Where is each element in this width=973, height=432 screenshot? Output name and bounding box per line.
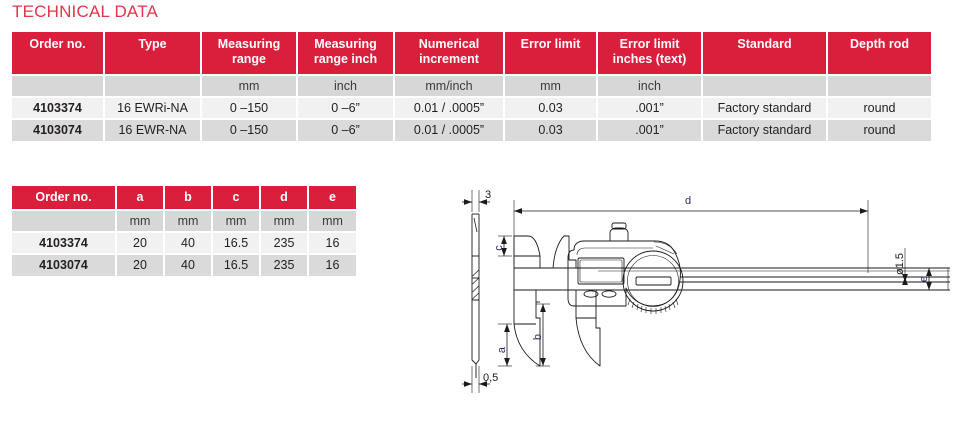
- dim-e: [924, 267, 934, 291]
- column-header-c: c: [212, 186, 261, 210]
- cell-b: 40: [164, 252, 213, 276]
- cell-order-no: 4103374: [12, 230, 117, 254]
- unit-order-no: [12, 208, 117, 232]
- column-header-order-no: Order no.: [12, 32, 105, 75]
- column-header-numerical-increment: Numerical increment: [394, 32, 505, 75]
- cell-depth-rod: round: [827, 117, 931, 141]
- cell-c: 16.5: [212, 252, 261, 276]
- cell-measuring-range-inch: 0 –6”: [297, 95, 395, 119]
- dim-b: [536, 303, 550, 367]
- cell-d: 235: [260, 252, 309, 276]
- table-header-row: Order no. Type Measuring range Measuring…: [12, 32, 931, 75]
- unit-standard: [702, 73, 828, 97]
- table-row: 4103074 20 40 16.5 235 16: [12, 252, 356, 276]
- cell-measuring-range: 0 –150: [201, 95, 298, 119]
- unit-numerical-increment: mm/inch: [394, 73, 505, 97]
- cell-numerical-increment: 0.01 / .0005”: [394, 117, 505, 141]
- table-units-row: mm mm mm mm mm: [12, 208, 356, 232]
- caliper-technical-drawing: 3 0,5 d c b a ø1.5 e: [450, 178, 973, 408]
- column-header-d: d: [260, 186, 309, 210]
- column-header-type: Type: [104, 32, 202, 75]
- table-row: 4103374 20 40 16.5 235 16: [12, 230, 356, 254]
- unit-a: mm: [116, 208, 165, 232]
- cell-measuring-range-inch: 0 –6”: [297, 117, 395, 141]
- cell-order-no: 4103074: [12, 252, 117, 276]
- label-a: a: [496, 346, 508, 353]
- cell-b: 40: [164, 230, 213, 254]
- cell-standard: Factory standard: [702, 95, 828, 119]
- dim-d: [513, 200, 869, 273]
- unit-error-limit-inches: inch: [597, 73, 703, 97]
- dim-c: [498, 235, 512, 257]
- cell-measuring-range: 0 –150: [201, 117, 298, 141]
- column-header-b: b: [164, 186, 213, 210]
- cell-error-limit: 0.03: [504, 95, 598, 119]
- table-row: 4103074 16 EWR-NA 0 –150 0 –6” 0.01 / .0…: [12, 117, 931, 141]
- cell-error-limit-inches: .001”: [597, 117, 703, 141]
- label-rod-diameter: ø1.5: [894, 253, 906, 275]
- unit-depth-rod: [827, 73, 931, 97]
- unit-measuring-range: mm: [201, 73, 298, 97]
- column-header-measuring-range: Measuring range: [201, 32, 298, 75]
- cell-e: 16: [308, 230, 356, 254]
- fixed-jaw: [513, 235, 577, 367]
- unit-b: mm: [164, 208, 213, 232]
- cell-a: 20: [116, 252, 165, 276]
- table-row: 4103374 16 EWRi-NA 0 –150 0 –6” 0.01 / .…: [12, 95, 931, 119]
- column-header-error-limit: Error limit: [504, 32, 598, 75]
- specifications-table: Order no. Type Measuring range Measuring…: [12, 32, 931, 141]
- cell-type: 16 EWR-NA: [104, 117, 202, 141]
- label-thickness-top: 3: [485, 189, 491, 201]
- label-c: c: [493, 245, 505, 251]
- cell-d: 235: [260, 230, 309, 254]
- cell-standard: Factory standard: [702, 117, 828, 141]
- unit-e: mm: [308, 208, 356, 232]
- digital-display-housing: [567, 222, 684, 314]
- caliper-drawing-svg: 3 0,5 d c b a ø1.5 e: [462, 189, 950, 393]
- column-header-order-no: Order no.: [12, 186, 117, 210]
- unit-measuring-range-inch: inch: [297, 73, 395, 97]
- column-header-e: e: [308, 186, 356, 210]
- cell-depth-rod: round: [827, 95, 931, 119]
- unit-error-limit: mm: [504, 73, 598, 97]
- dimensions-table-container: Order no. a b c d e mm mm mm mm mm 41033…: [12, 186, 356, 276]
- cell-error-limit: 0.03: [504, 117, 598, 141]
- page-title: TECHNICAL DATA: [12, 2, 159, 21]
- cell-error-limit-inches: .001”: [597, 95, 703, 119]
- column-header-measuring-range-inch: Measuring range inch: [297, 32, 395, 75]
- column-header-error-limit-inches: Error limit inches (text): [597, 32, 703, 75]
- caliper-beam: [513, 267, 950, 291]
- dim-a: [498, 323, 512, 367]
- label-d: d: [685, 195, 691, 207]
- cell-e: 16: [308, 252, 356, 276]
- cell-order-no: 4103374: [12, 95, 105, 119]
- blade-cross-section: [471, 213, 480, 378]
- table-units-row: mm inch mm/inch mm inch: [12, 73, 931, 97]
- cell-c: 16.5: [212, 230, 261, 254]
- column-header-standard: Standard: [702, 32, 828, 75]
- sliding-jaw: [575, 290, 601, 367]
- unit-order-no: [12, 73, 105, 97]
- label-b: b: [532, 334, 544, 340]
- cell-type: 16 EWRi-NA: [104, 95, 202, 119]
- label-e: e: [918, 276, 930, 282]
- specifications-table-container: Order no. Type Measuring range Measuring…: [12, 32, 931, 141]
- cell-a: 20: [116, 230, 165, 254]
- column-header-depth-rod: Depth rod: [827, 32, 931, 75]
- dimensions-table: Order no. a b c d e mm mm mm mm mm 41033…: [12, 186, 356, 276]
- unit-d: mm: [260, 208, 309, 232]
- unit-type: [104, 73, 202, 97]
- table-header-row: Order no. a b c d e: [12, 186, 356, 210]
- unit-c: mm: [212, 208, 261, 232]
- cell-order-no: 4103074: [12, 117, 105, 141]
- cell-numerical-increment: 0.01 / .0005”: [394, 95, 505, 119]
- label-thickness-bottom: 0,5: [483, 372, 498, 384]
- column-header-a: a: [116, 186, 165, 210]
